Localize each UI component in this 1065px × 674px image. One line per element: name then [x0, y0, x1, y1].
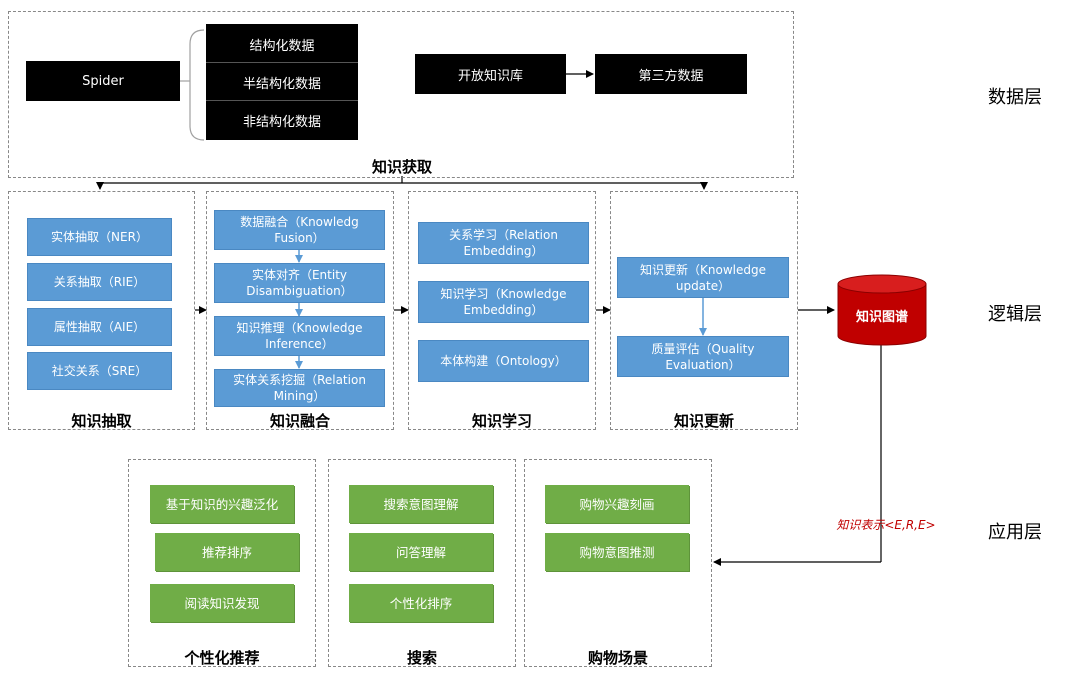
- data-layer-label: 数据层: [988, 87, 1042, 108]
- extraction-panel: [8, 191, 195, 430]
- update-panel: [610, 191, 798, 430]
- logic-layer-label: 逻辑层: [988, 304, 1042, 325]
- recommend-item-interest-generalization: 基于知识的兴趣泛化: [150, 485, 294, 523]
- fusion-item-knowledge-fusion: 数据融合（Knowledg Fusion）: [214, 210, 385, 250]
- extraction-title: 知识抽取: [71, 412, 132, 430]
- fusion-panel: [206, 191, 394, 430]
- extraction-item-ner: 实体抽取（NER）: [27, 218, 172, 256]
- recommend-item-ranking: 推荐排序: [155, 533, 299, 571]
- search-panel: [328, 459, 516, 667]
- search-item-qa-understanding: 问答理解: [349, 533, 493, 571]
- learning-item-relation-embedding: 关系学习（Relation Embedding）: [418, 222, 589, 264]
- spider-box: Spider: [26, 61, 180, 101]
- unstructured-data-box: 非结构化数据: [206, 100, 358, 140]
- knowledge-acquisition-panel: [8, 11, 794, 178]
- knowledge-graph-label: 知识图谱: [855, 310, 908, 325]
- recommend-title: 个性化推荐: [184, 649, 260, 667]
- recommend-panel: [128, 459, 316, 667]
- spider-brace: [180, 29, 205, 141]
- knowledge-acquisition-title: 知识获取: [371, 158, 432, 176]
- extraction-item-sre: 社交关系（SRE）: [27, 352, 172, 390]
- extraction-item-rie: 关系抽取（RIE）: [27, 263, 172, 301]
- fusion-item-knowledge-inference: 知识推理（Knowledge Inference）: [214, 316, 385, 356]
- fusion-item-entity-disambiguation: 实体对齐（Entity Disambiguation）: [214, 263, 385, 303]
- learning-title: 知识学习: [471, 412, 532, 430]
- recommend-item-reading-discovery: 阅读知识发现: [150, 584, 294, 622]
- shopping-panel: [524, 459, 712, 667]
- update-item-knowledge-update: 知识更新（Knowledge update）: [617, 257, 789, 298]
- learning-item-knowledge-embedding: 知识学习（Knowledge Embedding）: [418, 281, 589, 323]
- learning-panel: [408, 191, 596, 430]
- shopping-item-intent-inference: 购物意图推测: [545, 533, 689, 571]
- search-title: 搜索: [406, 649, 437, 667]
- third-party-data-box: 第三方数据: [595, 54, 747, 94]
- semi-structured-data-box: 半结构化数据: [206, 62, 358, 102]
- fusion-item-relation-mining: 实体关系挖掘（Relation Mining）: [214, 369, 385, 407]
- shopping-item-interest-profiling: 购物兴趣刻画: [545, 485, 689, 523]
- learning-item-ontology: 本体构建（Ontology）: [418, 340, 589, 382]
- open-knowledge-base-box: 开放知识库: [415, 54, 566, 94]
- search-item-intent-understanding: 搜索意图理解: [349, 485, 493, 523]
- extraction-item-aie: 属性抽取（AIE）: [27, 308, 172, 346]
- search-item-personalized-ranking: 个性化排序: [349, 584, 493, 622]
- fusion-title: 知识融合: [269, 412, 330, 430]
- update-title: 知识更新: [673, 412, 734, 430]
- application-layer-label: 应用层: [988, 522, 1042, 543]
- arrow-kg-to-applications: [713, 345, 882, 566]
- structured-data-box: 结构化数据: [206, 24, 358, 64]
- knowledge-representation-label: 知识表示<E,R,E>: [836, 518, 936, 532]
- shopping-title: 购物场景: [587, 649, 648, 667]
- update-item-quality-evaluation: 质量评估（Quality Evaluation）: [617, 336, 789, 377]
